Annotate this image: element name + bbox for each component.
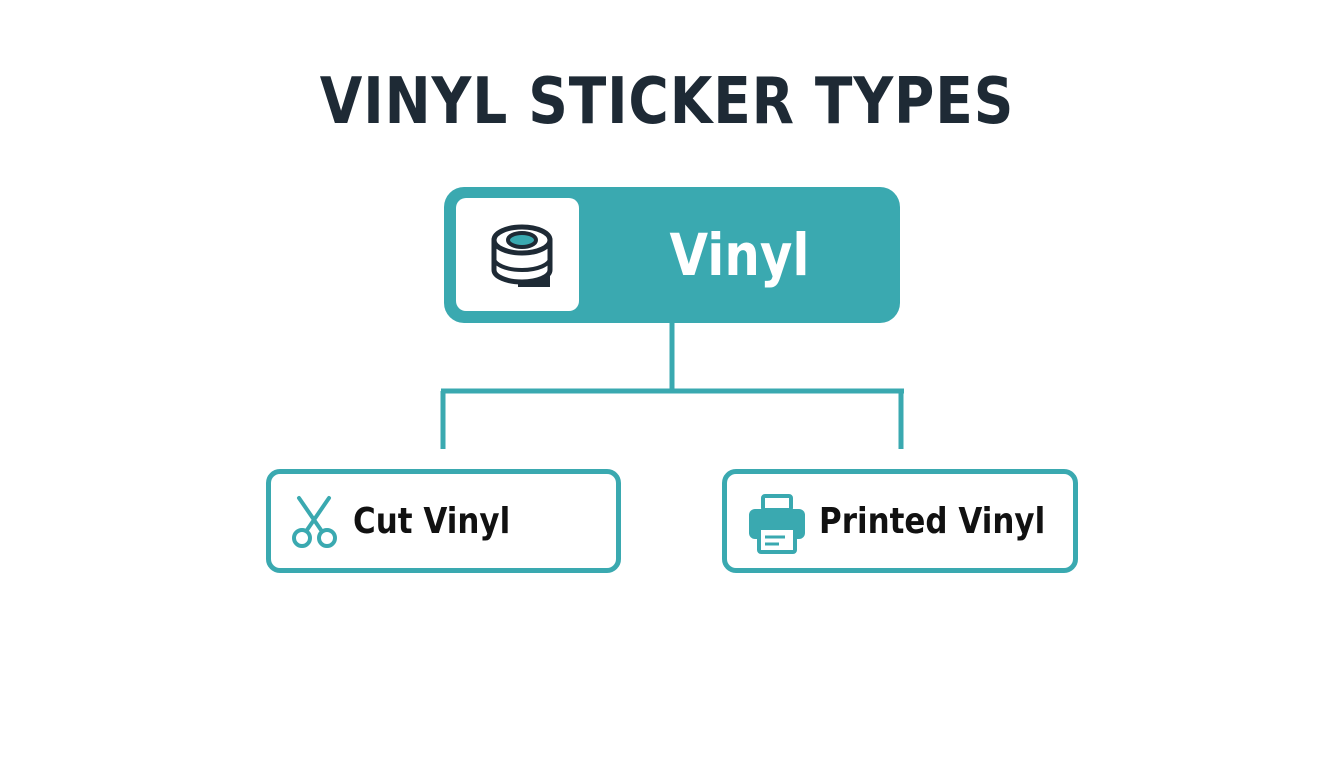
tape-roll-icon <box>491 224 553 287</box>
child-node-label: Cut Vinyl <box>353 501 511 542</box>
child-node-printed-vinyl: Printed Vinyl <box>722 469 1078 573</box>
child-node-cut-vinyl: Cut Vinyl <box>266 469 621 573</box>
root-icon-box <box>456 198 579 311</box>
root-node-label: Vinyl <box>669 221 810 289</box>
root-node-vinyl: Vinyl <box>444 187 900 323</box>
child-node-label: Printed Vinyl <box>819 501 1046 542</box>
printer-icon <box>749 494 805 554</box>
diagram-title: VINYL STICKER TYPES <box>319 65 1015 139</box>
scissors-icon <box>292 496 337 548</box>
